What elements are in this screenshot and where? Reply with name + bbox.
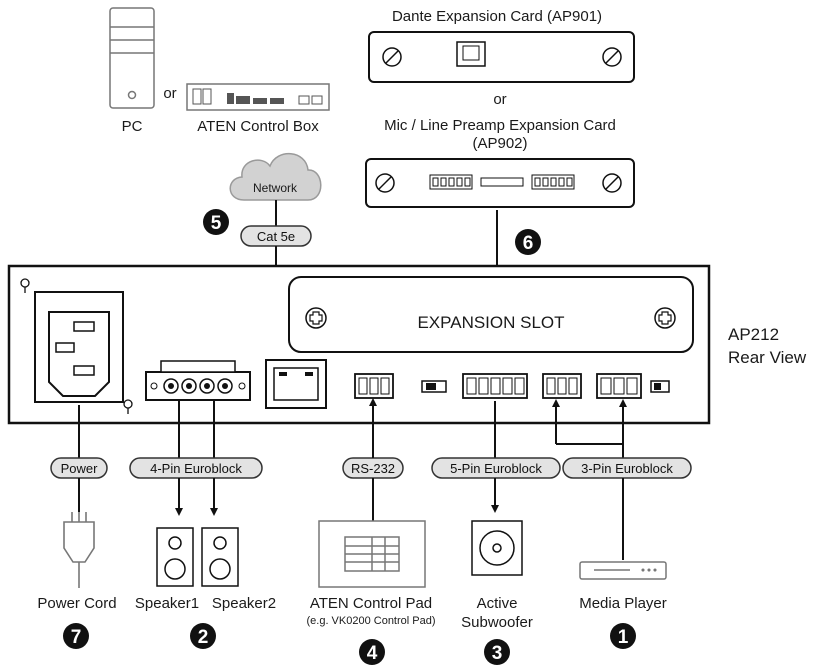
speaker2-icon — [201, 527, 239, 587]
slot-screw-left-icon — [305, 307, 327, 329]
line-in-port-1 — [542, 373, 582, 399]
mic-card-label-line2: (AP902) — [472, 135, 527, 152]
step-5-number: 5 — [211, 213, 222, 234]
media-player-icon — [579, 561, 667, 580]
subwoofer-label-line1: Active — [477, 595, 518, 612]
step-6-badge — [515, 229, 541, 255]
network-cloud-icon — [229, 152, 322, 201]
subwoofer-port — [462, 373, 528, 399]
control-pad-label-line2: (e.g. VK0200 Control Pad) — [306, 615, 435, 627]
step-7-number: 7 — [71, 627, 82, 648]
three-pin-cable-tag — [562, 457, 692, 479]
dante-card-icon — [368, 31, 635, 83]
four-pin-cable-tag — [129, 457, 263, 479]
four-pin-label: 4-Pin Euroblock — [150, 461, 242, 476]
subwoofer-label-line2: Subwoofer — [461, 614, 533, 631]
network-label: Network — [253, 181, 298, 195]
switch-icon-left — [421, 380, 447, 393]
power-inlet — [34, 291, 124, 403]
speaker-euroblock-connector — [145, 360, 251, 401]
mic-card-label-line1: Mic / Line Preamp Expansion Card — [384, 117, 616, 134]
step-6-number: 6 — [523, 233, 534, 254]
speaker2-label: Speaker2 — [212, 595, 276, 612]
pc-label: PC — [122, 118, 143, 135]
power-cable-label: Power — [61, 461, 99, 476]
control-pad-label-line1: ATEN Control Pad — [310, 595, 432, 612]
step-2-number: 2 — [198, 627, 209, 648]
slot-screw-right-icon — [654, 307, 676, 329]
or-label-cards: or — [493, 91, 506, 108]
rs232-port — [354, 373, 394, 399]
mic-preamp-card-icon — [365, 158, 635, 208]
or-label-top: or — [163, 85, 176, 102]
power-plug-icon — [63, 512, 95, 588]
control-box-icon — [186, 83, 330, 111]
view-label: Rear View — [728, 348, 807, 367]
step-5-badge — [203, 209, 229, 235]
power-cord-label: Power Cord — [37, 595, 116, 612]
step-1-number: 1 — [618, 627, 629, 648]
expansion-slot — [288, 276, 694, 353]
step-3-number: 3 — [492, 643, 503, 664]
subwoofer-icon — [471, 520, 523, 576]
cat5e-label: Cat 5e — [257, 229, 295, 244]
step-1-badge — [610, 623, 636, 649]
ground-icon-bottom — [123, 399, 133, 414]
network-port — [265, 359, 327, 409]
dante-card-label: Dante Expansion Card (AP901) — [392, 8, 602, 25]
control-pad-icon — [318, 520, 426, 588]
rs232-label: RS-232 — [351, 461, 395, 476]
model-label: AP212 — [728, 325, 779, 344]
expansion-slot-label: EXPANSION SLOT — [417, 313, 564, 332]
media-player-label: Media Player — [579, 595, 667, 612]
ground-icon-top — [20, 278, 30, 293]
speaker1-label: Speaker1 — [135, 595, 199, 612]
step-2-badge — [190, 623, 216, 649]
pc-tower-icon — [109, 7, 155, 109]
step-4-number: 4 — [367, 643, 378, 664]
step-7-badge — [63, 623, 89, 649]
line-in-port-2 — [596, 373, 642, 399]
five-pin-label: 5-Pin Euroblock — [450, 461, 542, 476]
control-box-label: ATEN Control Box — [197, 118, 319, 135]
switch-icon-right — [650, 380, 670, 393]
speaker1-icon — [156, 527, 194, 587]
step-4-badge — [359, 639, 385, 665]
step-3-badge — [484, 639, 510, 665]
three-pin-label: 3-Pin Euroblock — [581, 461, 673, 476]
